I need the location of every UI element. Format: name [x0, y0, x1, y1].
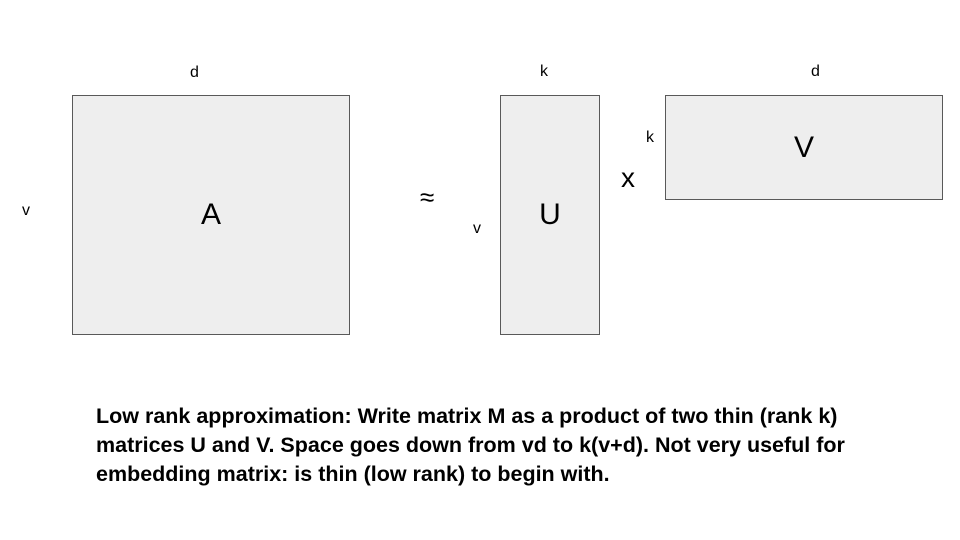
matrix-a: A [72, 95, 350, 335]
approx-symbol: ≈ [420, 182, 435, 212]
matrix-a-rows-label: v [22, 202, 30, 219]
matrix-a-label: A [200, 198, 221, 231]
caption-text: Low rank approximation: Write matrix M a… [96, 404, 845, 486]
matrix-u-rows-label: v [473, 220, 481, 237]
matrix-v-cols-label: d [811, 63, 820, 80]
matrix-u: U [500, 95, 600, 335]
matrix-v-rows-label: k [646, 129, 654, 146]
matrix-u-cols-label: k [540, 63, 548, 80]
matrix-v: V [665, 95, 943, 200]
matrix-v-label: V [793, 130, 814, 164]
times-symbol: x [621, 162, 635, 193]
matrix-a-cols-label: d [190, 64, 199, 81]
matrix-u-label: U [539, 198, 561, 231]
